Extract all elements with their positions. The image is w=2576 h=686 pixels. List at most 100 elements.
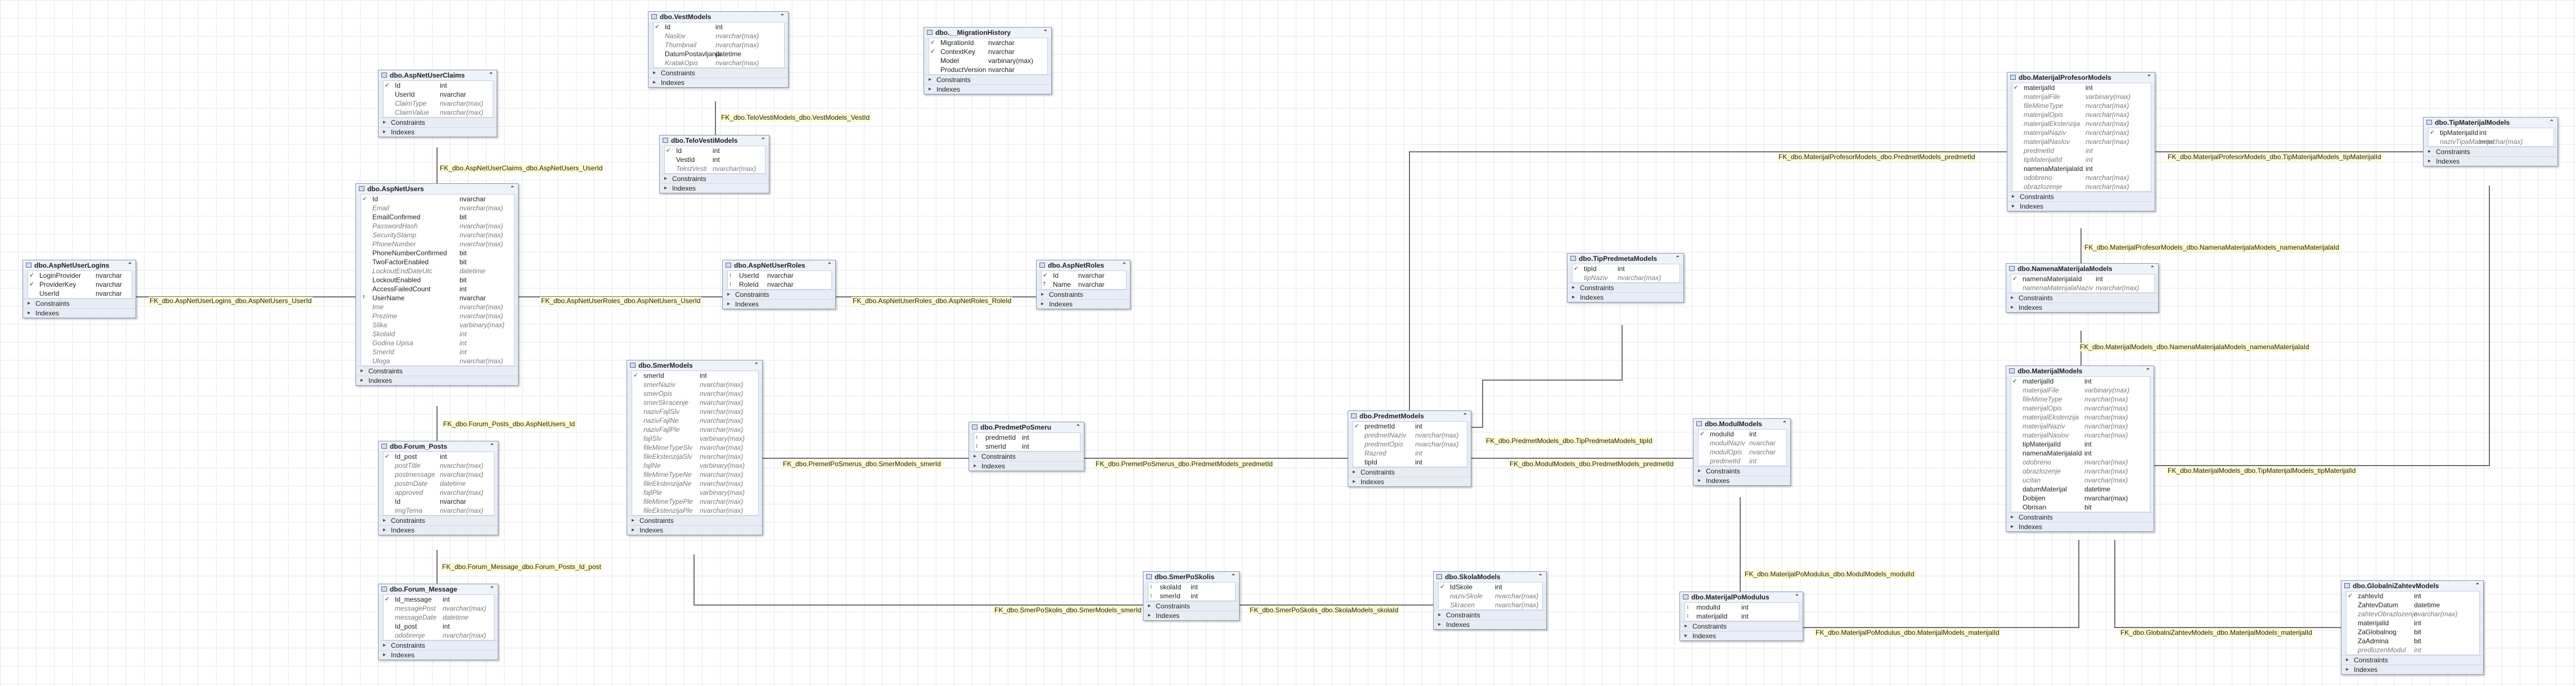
table-header[interactable]: dbo.SmerPoSkolis⌃: [1143, 572, 1239, 582]
relationship-label[interactable]: FK_dbo.Forum_Posts_dbo.AspNetUsers_Id: [442, 420, 577, 428]
expand-chevron-icon[interactable]: ▸: [28, 310, 31, 316]
relationship-label[interactable]: FK_dbo.AspNetUserClaims_dbo.AspNetUsers_…: [439, 164, 604, 173]
collapse-chevron-icon[interactable]: ⌃: [2145, 368, 2150, 374]
constraints-section[interactable]: ▸Constraints: [660, 174, 769, 183]
indexes-section[interactable]: ▸Indexes: [1037, 299, 1130, 309]
expand-chevron-icon[interactable]: ▸: [28, 300, 31, 306]
indexes-section[interactable]: ▸Indexes: [2007, 201, 2155, 211]
indexes-section[interactable]: ▸Indexes: [648, 78, 788, 87]
table-header[interactable]: dbo.TipPredmetaModels⌃: [1568, 254, 1683, 264]
collapse-chevron-icon[interactable]: ⌃: [1075, 424, 1080, 430]
table-namenamaterijalamodels[interactable]: dbo.NamenaMaterijalaModels⌃➶namenaMateri…: [2006, 263, 2159, 313]
table-header[interactable]: dbo.MaterijalPoModulus⌃: [1680, 592, 1803, 602]
constraints-section[interactable]: ▸Constraints: [2424, 147, 2557, 156]
expand-chevron-icon[interactable]: ▸: [1698, 477, 1701, 484]
constraints-section[interactable]: ▸Constraints: [924, 75, 1051, 84]
expand-chevron-icon[interactable]: ▸: [2011, 514, 2014, 520]
table-header[interactable]: dbo.ModulModels⌃: [1694, 419, 1790, 429]
expand-chevron-icon[interactable]: ▸: [664, 175, 668, 182]
collapse-chevron-icon[interactable]: ⌃: [1462, 413, 1467, 419]
constraints-section[interactable]: ▸Constraints: [1348, 467, 1471, 477]
relationship-label[interactable]: FK_dbo.MaterijalPoModulus_dbo.ModulModel…: [1744, 570, 1916, 579]
expand-chevron-icon[interactable]: ▸: [383, 129, 386, 135]
expand-chevron-icon[interactable]: ▸: [2011, 304, 2014, 310]
constraints-section[interactable]: ▸Constraints: [379, 118, 497, 127]
relationship-label[interactable]: FK_dbo.MaterijalModels_dbo.NamenaMaterij…: [2079, 343, 2311, 351]
table-header[interactable]: dbo.__MigrationHistory⌃: [924, 28, 1051, 38]
collapse-chevron-icon[interactable]: ⌃: [2549, 119, 2554, 125]
relationship-label[interactable]: FK_dbo.AspNetUserRoles_dbo.AspNetRoles_R…: [852, 297, 1013, 305]
expand-chevron-icon[interactable]: ▸: [2012, 203, 2015, 209]
collapse-chevron-icon[interactable]: ⌃: [510, 186, 515, 192]
table-header[interactable]: dbo.AspNetUserLogins⌃: [23, 260, 136, 270]
relationship-label[interactable]: FK_dbo.PremetPoSmerus_dbo.SmerModels_sme…: [782, 460, 942, 468]
collapse-chevron-icon[interactable]: ⌃: [127, 262, 132, 268]
expand-chevron-icon[interactable]: ▸: [1041, 291, 1044, 297]
table-materijalprofesormodels[interactable]: dbo.MaterijalProfesorModels⌃➶materijalId…: [2007, 72, 2155, 211]
collapse-chevron-icon[interactable]: ⌃: [489, 586, 494, 592]
expand-chevron-icon[interactable]: ▸: [1041, 301, 1044, 307]
collapse-chevron-icon[interactable]: ⌃: [827, 262, 832, 268]
expand-chevron-icon[interactable]: ▸: [727, 291, 731, 297]
collapse-chevron-icon[interactable]: ⌃: [1043, 29, 1048, 35]
collapse-chevron-icon[interactable]: ⌃: [1782, 421, 1787, 427]
expand-chevron-icon[interactable]: ▸: [383, 517, 386, 523]
expand-chevron-icon[interactable]: ▸: [929, 76, 932, 83]
table-header[interactable]: dbo.MaterijalModels⌃: [2006, 366, 2154, 376]
table-header[interactable]: dbo.NamenaMaterijalaModels⌃: [2006, 264, 2158, 274]
indexes-section[interactable]: ▸Indexes: [1143, 611, 1239, 620]
relationship-label[interactable]: FK_dbo.PredmetModels_dbo.TipPredmetaMode…: [1485, 437, 1654, 445]
constraints-section[interactable]: ▸Constraints: [1568, 283, 1683, 292]
collapse-chevron-icon[interactable]: ⌃: [780, 13, 785, 20]
constraints-section[interactable]: ▸Constraints: [627, 516, 762, 525]
indexes-section[interactable]: ▸Indexes: [379, 525, 498, 535]
constraints-section[interactable]: ▸Constraints: [1680, 621, 1803, 631]
table-header[interactable]: dbo.MaterijalProfesorModels⌃: [2007, 73, 2155, 83]
table-header[interactable]: dbo.AspNetUserRoles⌃: [723, 260, 835, 270]
